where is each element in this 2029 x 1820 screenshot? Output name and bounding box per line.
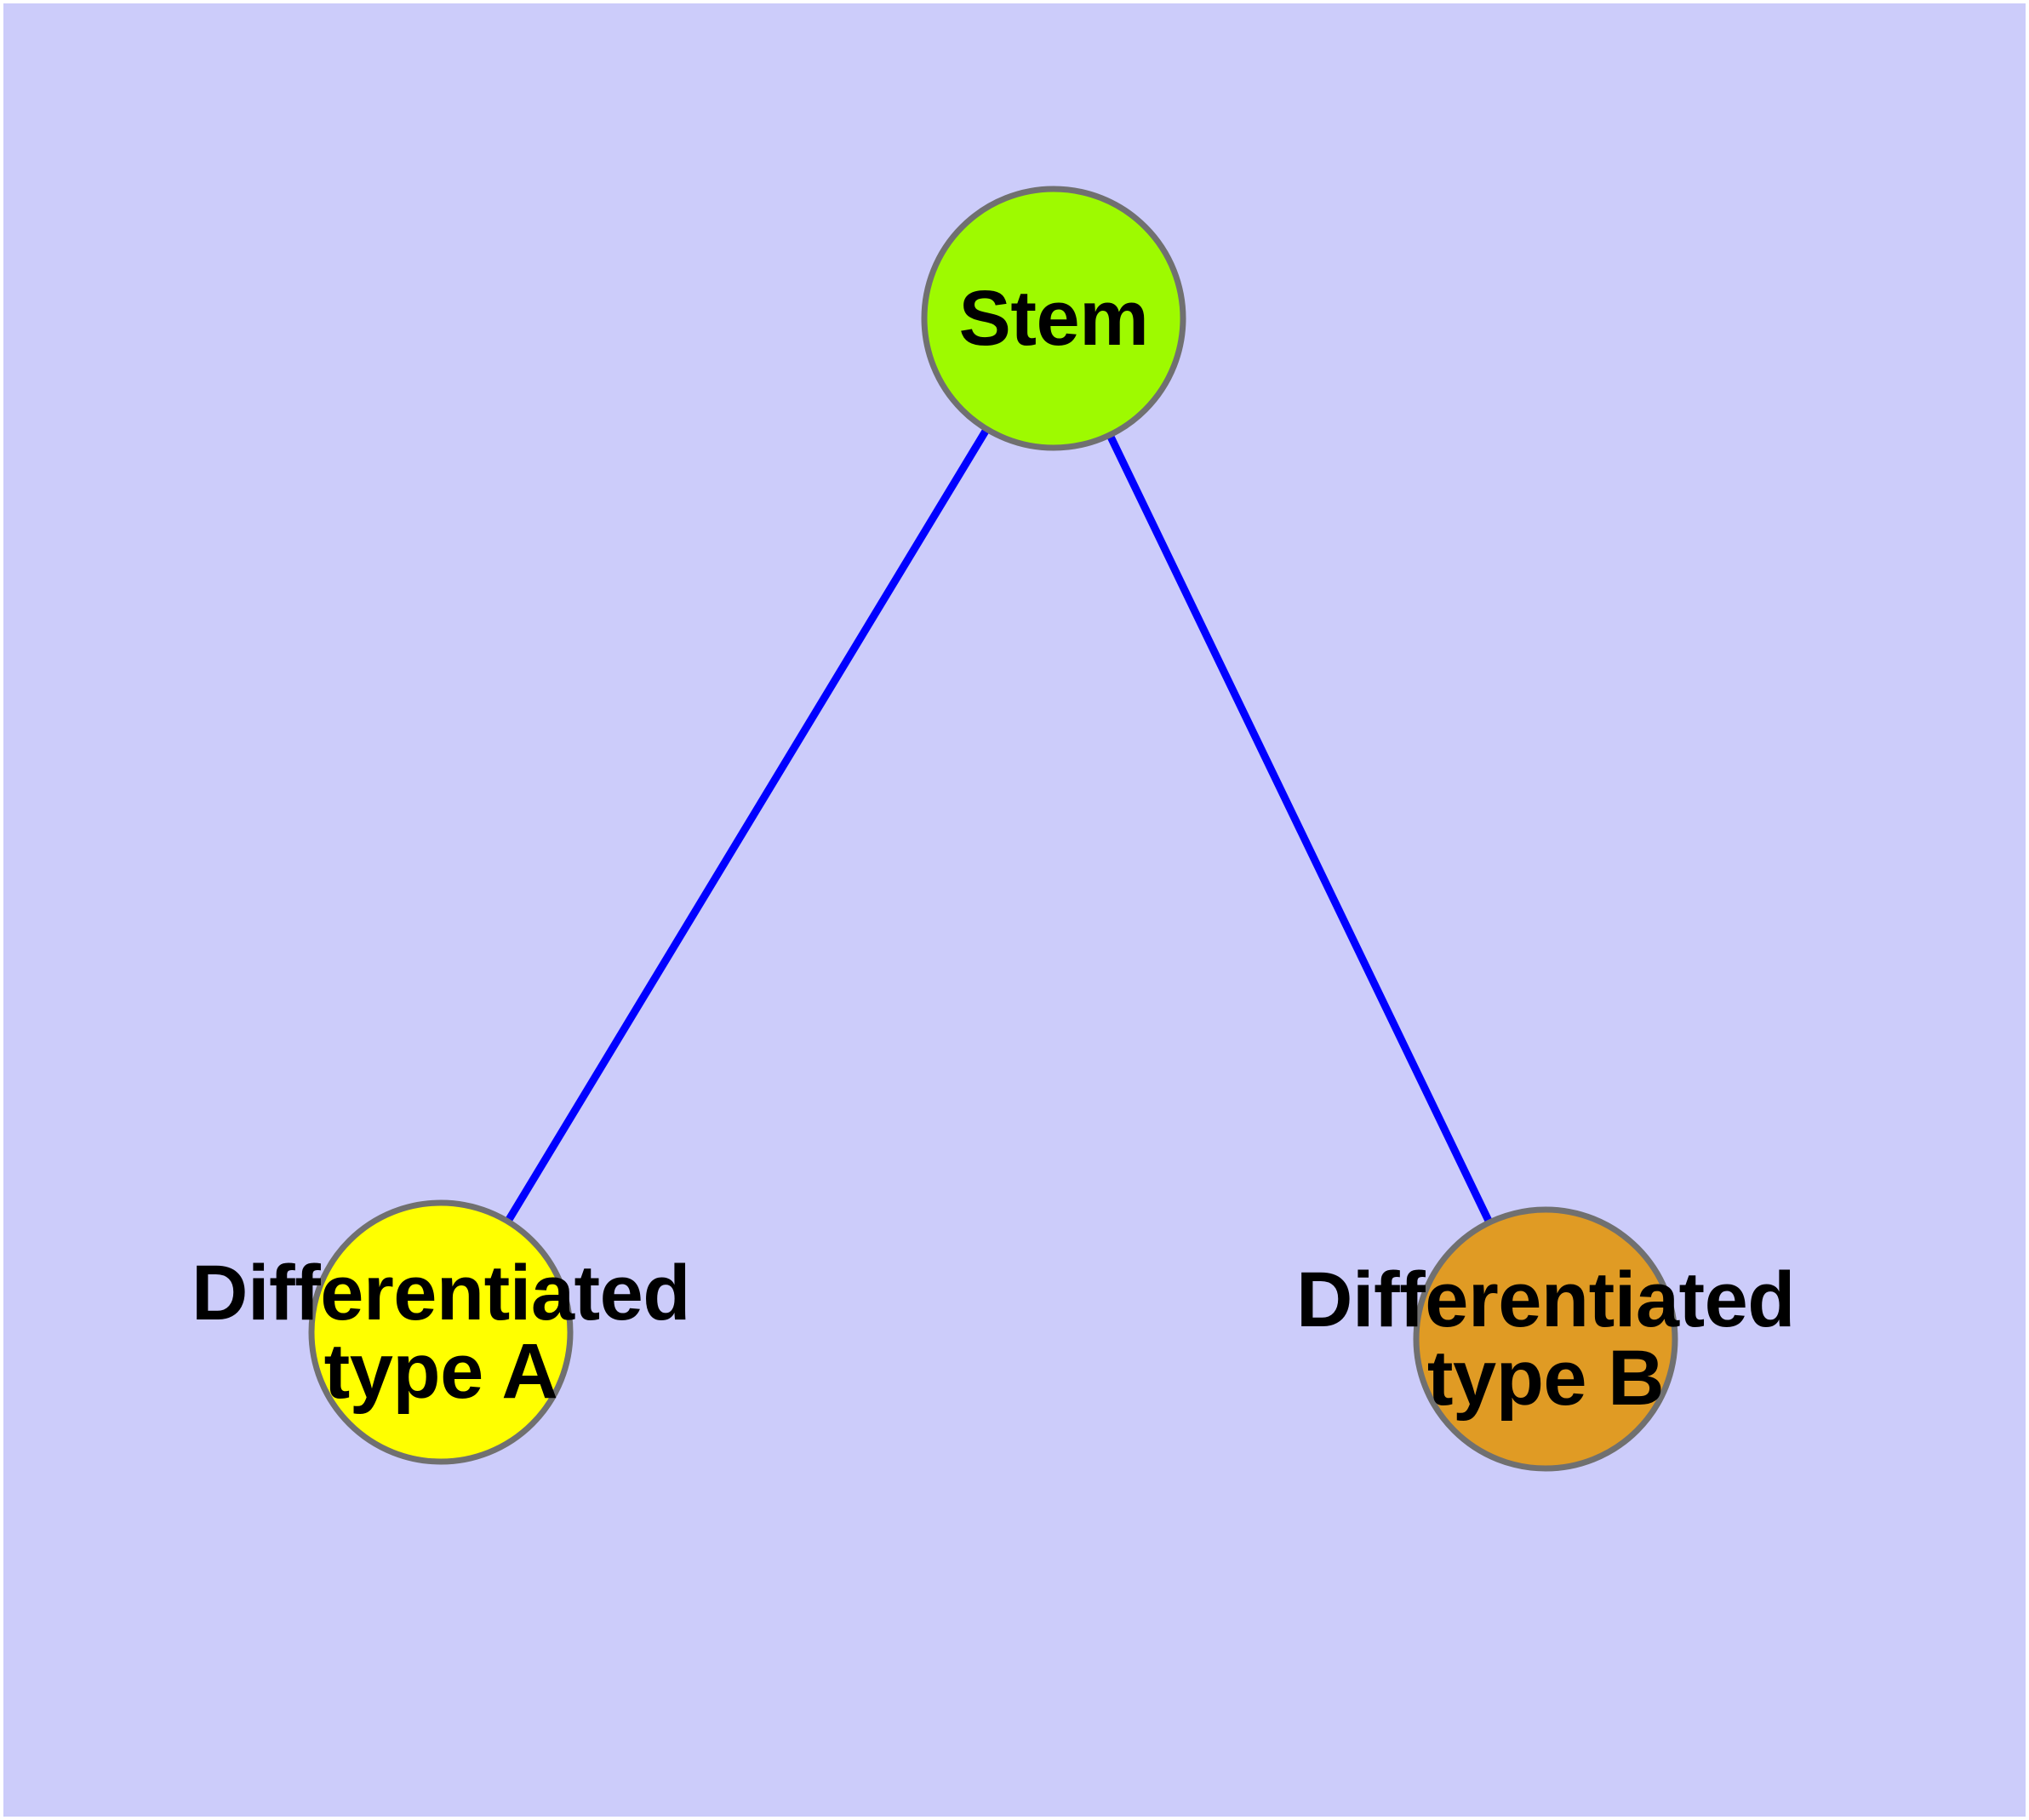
node-diff_a[interactable] [308,1199,574,1465]
node-diff_b[interactable] [1413,1206,1678,1472]
node-stem[interactable] [921,186,1186,451]
edge-stem-diff-b[interactable] [1106,432,1494,1226]
edge-stem-diff-a[interactable] [503,426,992,1225]
nodes-group [308,186,1678,1472]
edges-group [503,426,1494,1226]
